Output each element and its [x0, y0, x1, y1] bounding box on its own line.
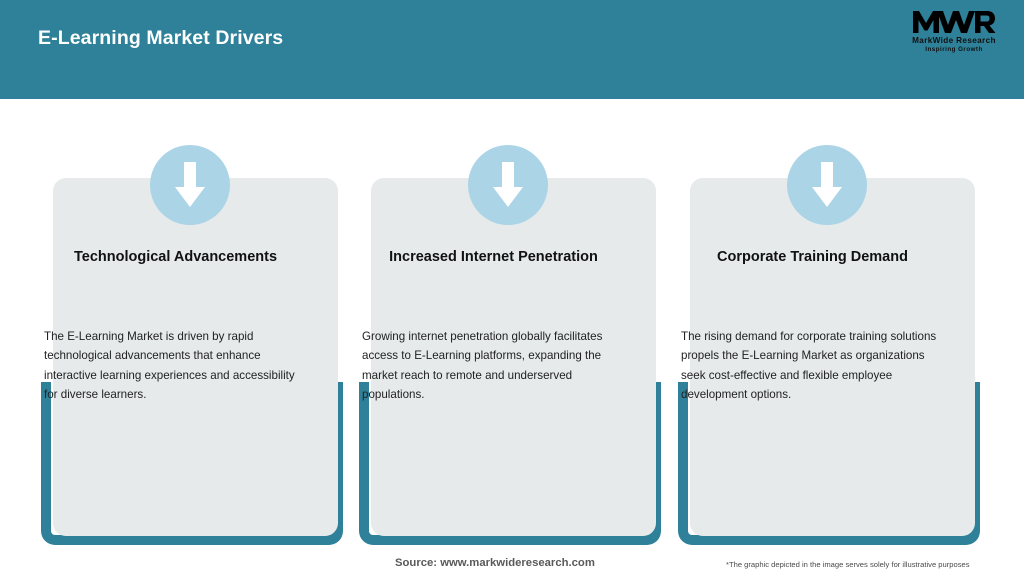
- drivers-stage: Technological Advancements The E-Learnin…: [0, 99, 1024, 576]
- brand-logo: MarkWide Research Inspiring Growth: [898, 8, 1010, 60]
- arrow-down-icon: [468, 145, 548, 225]
- brand-tagline: Inspiring Growth: [925, 46, 983, 53]
- arrow-down-icon: [787, 145, 867, 225]
- disclaimer-note: *The graphic depicted in the image serve…: [726, 560, 970, 569]
- page-title: E-Learning Market Drivers: [38, 27, 284, 49]
- source-label: Source: www.markwideresearch.com: [395, 557, 595, 569]
- mwr-monogram-icon: [913, 11, 996, 33]
- card-title: Technological Advancements: [73, 249, 278, 265]
- arrow-down-glyph: [493, 162, 523, 207]
- page-header: E-Learning Market Drivers MarkWide Resea…: [0, 0, 1024, 99]
- driver-card-3[interactable]: Corporate Training Demand The rising dem…: [670, 99, 988, 559]
- driver-card-1[interactable]: Technological Advancements The E-Learnin…: [33, 99, 351, 559]
- card-body-text: Growing internet penetration globally fa…: [362, 330, 603, 401]
- card-body-text: The E-Learning Market is driven by rapid…: [44, 330, 295, 401]
- teal-bracket: [41, 382, 343, 545]
- brand-name: MarkWide Research: [912, 36, 996, 45]
- card-surface: [53, 178, 338, 536]
- teal-bracket: [678, 382, 980, 545]
- arrow-down-glyph: [175, 162, 205, 207]
- card-body-text: The rising demand for corporate training…: [681, 330, 937, 401]
- card-surface: [690, 178, 975, 536]
- card-surface: [371, 178, 656, 536]
- card-title: Corporate Training Demand: [717, 249, 908, 265]
- card-title: Increased Internet Penetration: [389, 249, 598, 265]
- driver-card-2[interactable]: Increased Internet Penetration Growing i…: [351, 99, 669, 559]
- teal-bracket: [359, 382, 661, 545]
- arrow-down-icon: [150, 145, 230, 225]
- arrow-down-glyph: [812, 162, 842, 207]
